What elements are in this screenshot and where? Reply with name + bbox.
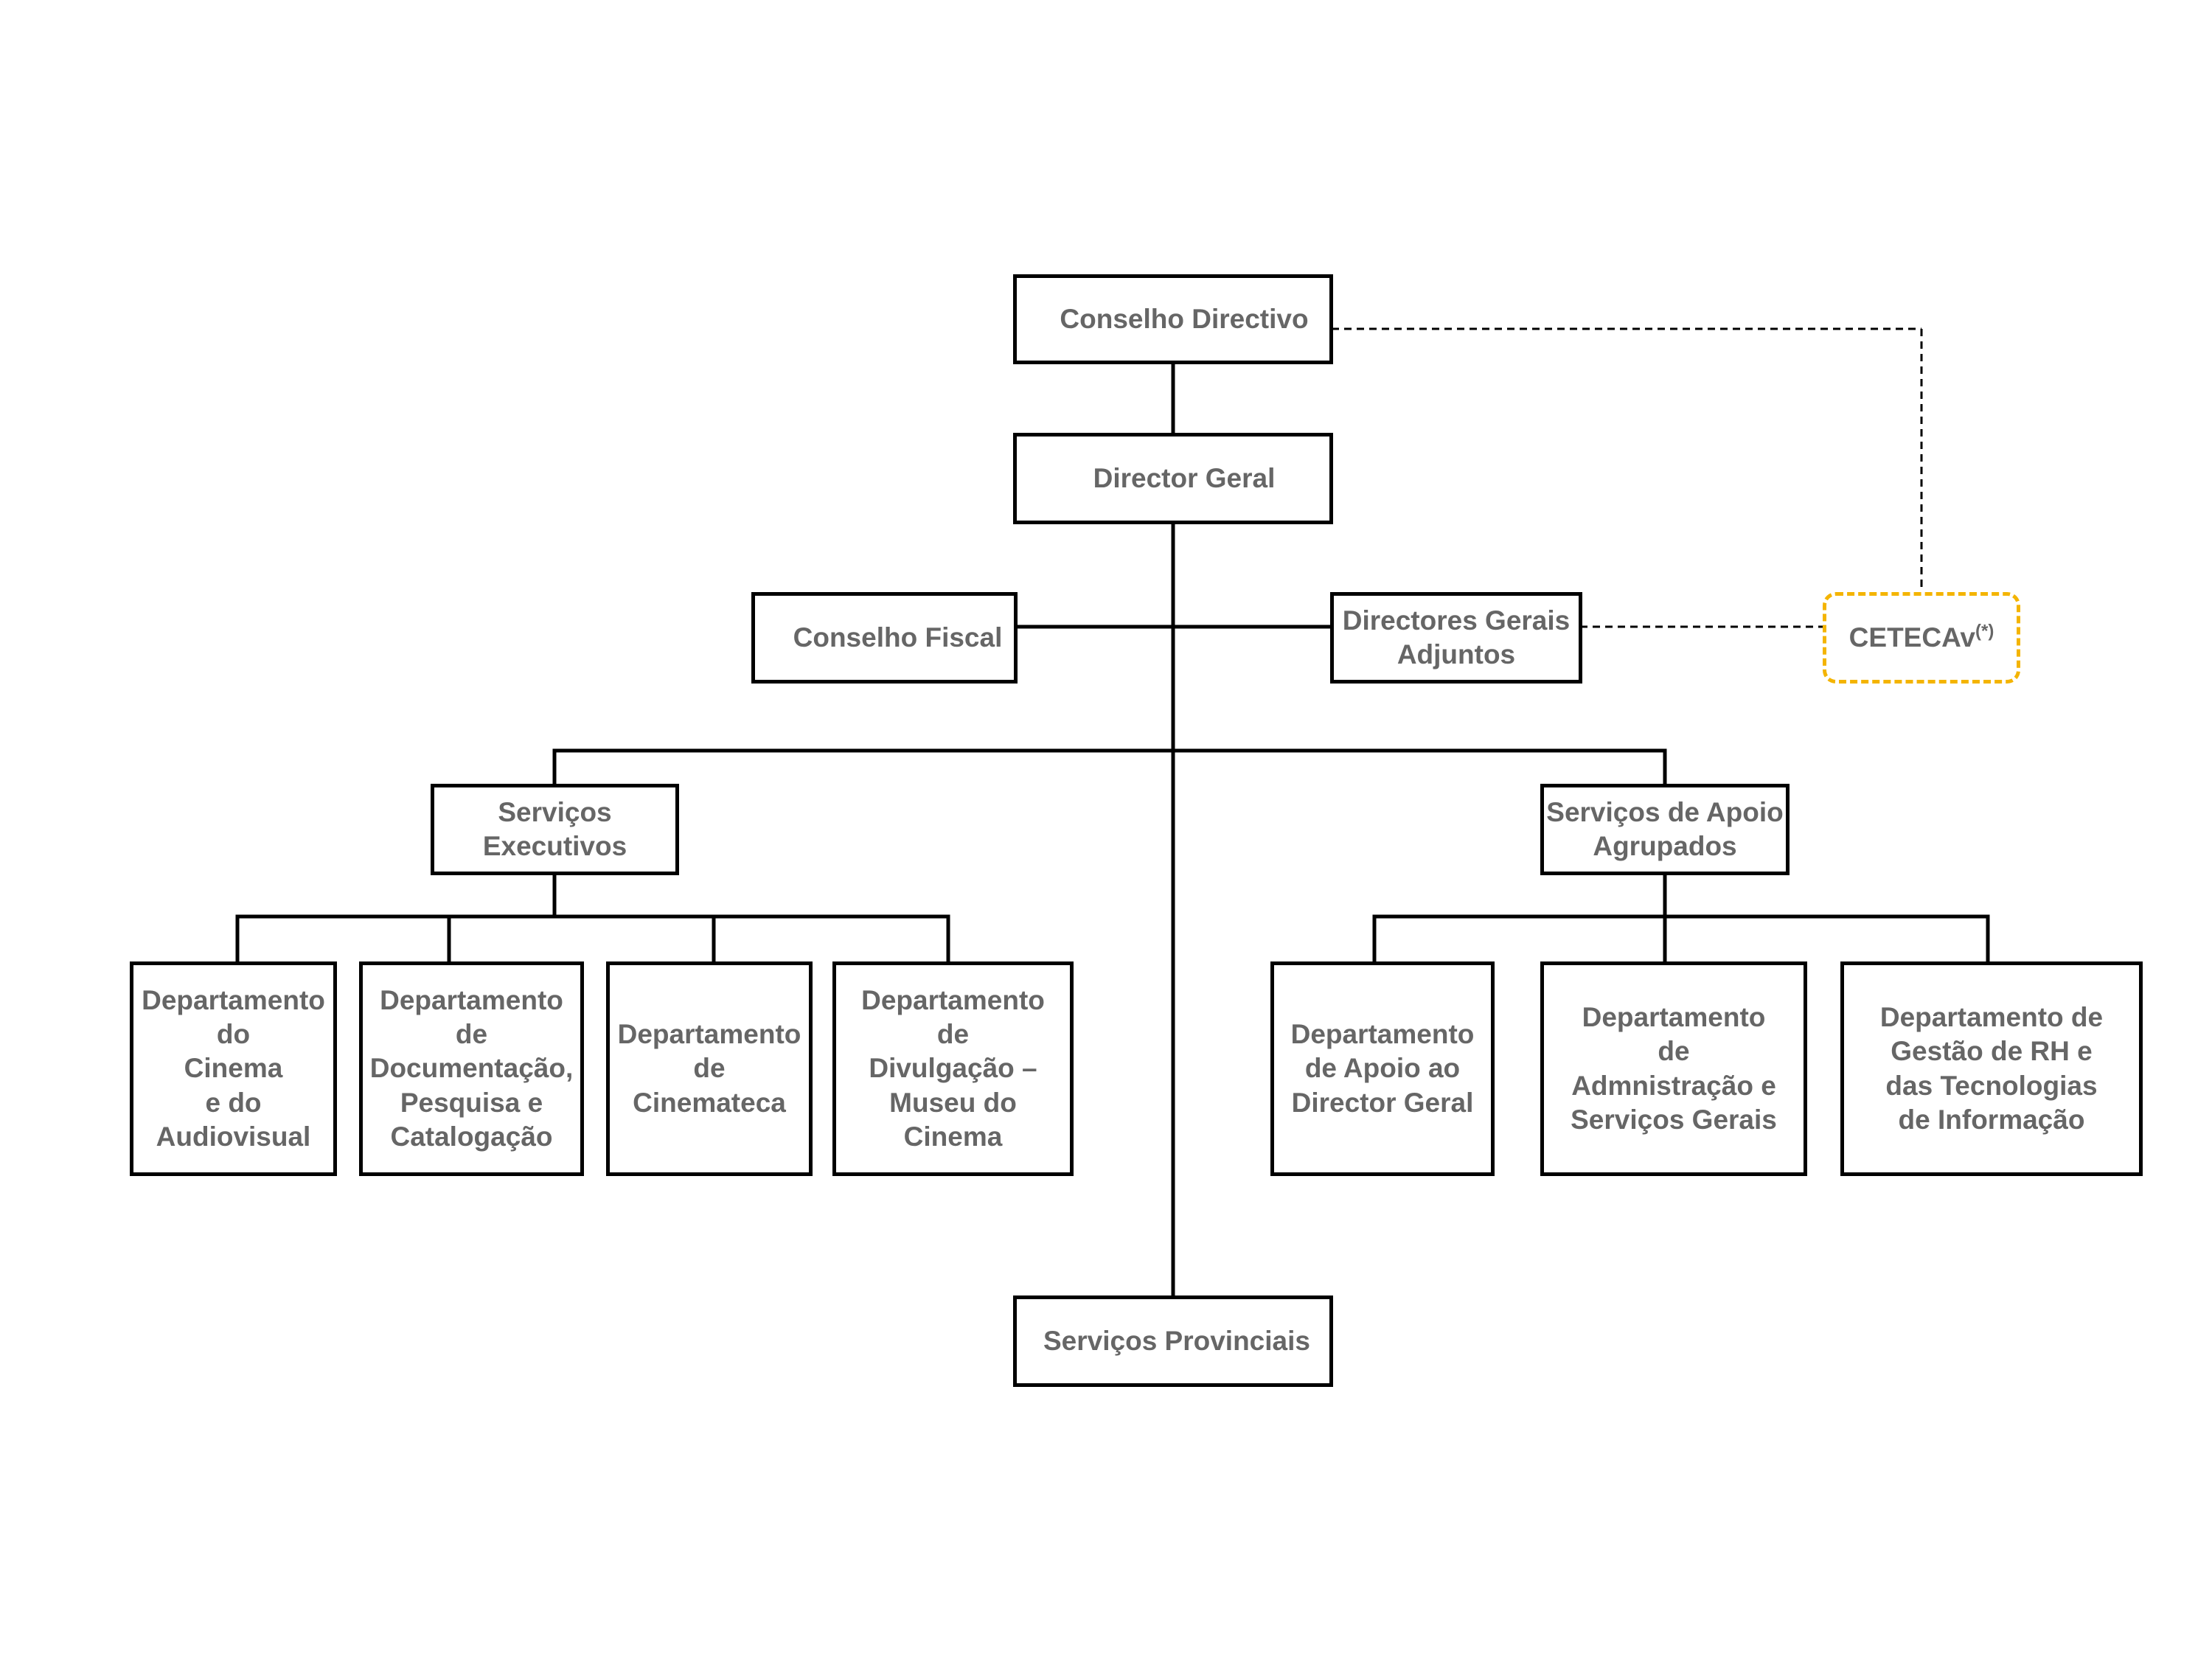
conselho-directivo-label: Conselho Directivo	[1060, 303, 1309, 334]
cetecav-footnote-mark: (*)	[1975, 621, 1994, 641]
dep-apoio-director-geral-label: Departamento de Apoio ao Director Geral	[1290, 1019, 1475, 1118]
dep-administracao-label: Departamento de Admnistração e Serviços …	[1571, 1002, 1777, 1135]
dep-gestao-rh-box: Departamento de Gestão de RH e das Tecno…	[1840, 961, 2143, 1176]
servicos-executivos-label: Serviços Executivos	[482, 796, 627, 861]
dep-documentacao-box: Departamento de Documentação, Pesquisa e…	[359, 961, 584, 1176]
conselho-fiscal-box: Conselho Fiscal	[751, 592, 1018, 684]
servicos-apoio-agrupados-label: Serviços de Apoio Agrupados	[1546, 796, 1784, 861]
director-geral-label: Director Geral	[1093, 462, 1276, 493]
cetecav-box: CETECAv(*)	[1823, 592, 2020, 684]
dep-cinemateca-label: Departamento de Cinemateca	[617, 1019, 801, 1118]
cetecav-label: CETECAv(*)	[1849, 621, 1994, 655]
director-geral-box: Director Geral	[1013, 433, 1333, 524]
dep-documentacao-label: Departamento de Documentação, Pesquisa e…	[369, 984, 574, 1152]
dep-cinema-audiovisual-box: Departamento do Cinema e do Audiovisual	[130, 961, 337, 1176]
directores-gerais-adjuntos-label: Directores Gerais Adjuntos	[1342, 605, 1571, 669]
directores-gerais-adjuntos-box: Directores Gerais Adjuntos	[1330, 592, 1582, 684]
dep-gestao-rh-label: Departamento de Gestão de RH e das Tecno…	[1879, 1002, 2104, 1135]
dashed-connectors	[1332, 327, 1923, 628]
cetecav-name: CETECAv	[1848, 622, 1975, 653]
conselho-fiscal-label: Conselho Fiscal	[793, 622, 1003, 653]
dep-cinemateca-box: Departamento de Cinemateca	[606, 961, 813, 1176]
servicos-provinciais-box: Serviços Provinciais	[1013, 1295, 1333, 1387]
dep-divulgacao-label: Departamento de Divulgação – Museu do Ci…	[861, 984, 1045, 1152]
dep-apoio-director-geral-box: Departamento de Apoio ao Director Geral	[1270, 961, 1495, 1176]
solid-connectors	[235, 361, 1990, 1299]
dep-cinema-audiovisual-label: Departamento do Cinema e do Audiovisual	[142, 984, 325, 1152]
servicos-apoio-agrupados-box: Serviços de Apoio Agrupados	[1540, 784, 1790, 875]
servicos-provinciais-label: Serviços Provinciais	[1043, 1325, 1310, 1356]
conselho-directivo-box: Conselho Directivo	[1013, 274, 1333, 364]
servicos-executivos-box: Serviços Executivos	[431, 784, 679, 875]
dep-administracao-box: Departamento de Admnistração e Serviços …	[1540, 961, 1807, 1176]
dep-divulgacao-box: Departamento de Divulgação – Museu do Ci…	[832, 961, 1074, 1176]
